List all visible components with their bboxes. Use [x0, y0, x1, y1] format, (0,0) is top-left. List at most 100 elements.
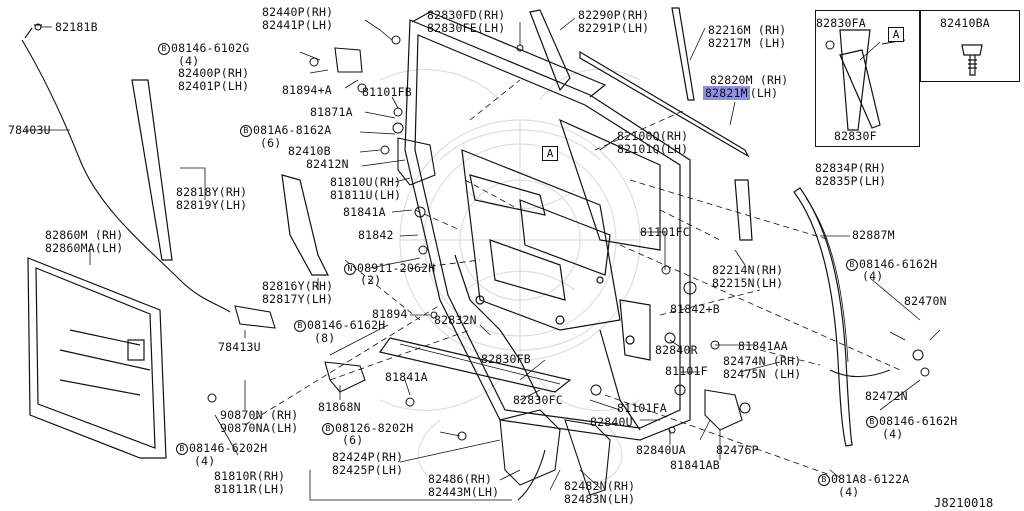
quantity-08146-6162H-c: (4) — [882, 427, 904, 441]
part-label-82482N[interactable]: 82482N(RH) — [564, 479, 636, 493]
part-label-81871A[interactable]: 81871A — [310, 105, 353, 119]
part-label-82215N[interactable]: 82215N(LH) — [712, 276, 784, 290]
part-label-82840UA[interactable]: 82840UA — [636, 443, 686, 457]
part-label-82441P[interactable]: 82441P(LH) — [262, 18, 334, 32]
part-label-82443M[interactable]: 82443M(LH) — [428, 485, 500, 499]
part-label-81842[interactable]: 81842 — [358, 228, 394, 242]
part-label-82819Y[interactable]: 82819Y(LH) — [176, 198, 248, 212]
part-label-82816Y[interactable]: 82816Y(RH) — [262, 279, 334, 293]
part-label-82410BA[interactable]: 82410BA — [940, 16, 990, 30]
part-label-82291P[interactable]: 82291P(LH) — [578, 21, 650, 35]
prefix-n: N — [344, 263, 356, 275]
part-label-82860MA[interactable]: 82860MA(LH) — [45, 241, 124, 255]
part-label-81101F[interactable]: 81101F — [665, 364, 708, 378]
part-label-81101FA[interactable]: 81101FA — [617, 401, 667, 415]
part-label-90870NA[interactable]: 90870NA(LH) — [220, 421, 299, 435]
prefix-b: B — [846, 259, 858, 271]
part-label-82424P[interactable]: 82424P(RH) — [332, 450, 404, 464]
prefix-b: B — [818, 474, 830, 486]
part-label-82830F[interactable]: 82830F — [834, 129, 877, 143]
part-label-82830FC[interactable]: 82830FC — [513, 393, 563, 407]
part-label-78413U[interactable]: 78413U — [218, 340, 261, 354]
door-trim-panel — [27, 257, 167, 459]
part-label-82840U[interactable]: 82840U — [590, 415, 633, 429]
part-label-82860M[interactable]: 82860M (RH) — [45, 228, 124, 242]
part-label-81811R[interactable]: 81811R(LH) — [214, 482, 286, 496]
part-label-82425P[interactable]: 82425P(LH) — [332, 463, 404, 477]
part-label-82472N[interactable]: 82472N — [865, 389, 908, 403]
part-number: 08126-8202H — [335, 421, 414, 435]
part-label-82217M[interactable]: 82217M (LH) — [708, 36, 787, 50]
part-label-82412N[interactable]: 82412N — [306, 157, 349, 171]
part-label-81841A-1[interactable]: 81841A — [343, 205, 386, 219]
ref-marker-a-main: A — [542, 146, 558, 161]
part-label-78403U[interactable]: 78403U — [8, 123, 51, 137]
part-label-90870N[interactable]: 90870N (RH) — [220, 408, 299, 422]
inset-panel — [815, 10, 920, 147]
part-label-82214N[interactable]: 82214N(RH) — [712, 263, 784, 277]
part-label-82401P[interactable]: 82401P(LH) — [178, 79, 250, 93]
part-label-82476P[interactable]: 82476P — [716, 443, 759, 457]
quantity-08146-6162H-a: (4) — [862, 269, 884, 283]
part-label-82400P[interactable]: 82400P(RH) — [178, 66, 250, 80]
part-label-82486[interactable]: 82486(RH) — [428, 472, 493, 486]
part-label-81842B[interactable]: 81842+B — [670, 302, 720, 316]
part-label-82440P[interactable]: 82440P(RH) — [262, 5, 334, 19]
prefix-b: B — [240, 125, 252, 137]
part-label-82830FE[interactable]: 82830FE(LH) — [427, 21, 506, 35]
part-number: 08911-2062H — [357, 261, 436, 275]
prefix-b: B — [322, 423, 334, 435]
part-label-81810U[interactable]: 81810U(RH) — [330, 175, 402, 189]
part-number: 08146-6202H — [189, 441, 268, 455]
rear-channel-82214N — [734, 179, 753, 241]
part-label-81894[interactable]: 81894 — [372, 307, 408, 321]
part-label-82830FB[interactable]: 82830FB — [481, 352, 531, 366]
part-label-81841A-2[interactable]: 81841A — [385, 370, 428, 384]
part-label-82832N[interactable]: 82832N — [434, 313, 477, 327]
part-label-82820M[interactable]: 82820M (RH) — [710, 73, 789, 87]
part-label-81894A[interactable]: 81894+A — [282, 83, 332, 97]
part-label-82474N[interactable]: 82474N (RH) — [723, 354, 802, 368]
part-label-82100Q[interactable]: 82100Q(RH) — [617, 129, 689, 143]
part-label-82181B[interactable]: 82181B — [55, 20, 98, 34]
part-label-82830FD[interactable]: 82830FD(RH) — [427, 8, 506, 22]
part-label-82410B[interactable]: 82410B — [288, 144, 331, 158]
quantity-08146-6202H: (4) — [194, 454, 216, 468]
diagram-code: J8210018 — [934, 496, 994, 510]
part-label-82483N[interactable]: 82483N(LH) — [564, 492, 636, 506]
part-label-81811U[interactable]: 81811U(LH) — [330, 188, 402, 202]
cable-82472N — [829, 369, 891, 378]
part-label-82290P[interactable]: 82290P(RH) — [578, 8, 650, 22]
part-label-82887M[interactable]: 82887M — [852, 228, 895, 242]
part-label-82818Y[interactable]: 82818Y(RH) — [176, 185, 248, 199]
part-label-81101FC[interactable]: 81101FC — [640, 225, 690, 239]
part-label-82475N[interactable]: 82475N (LH) — [723, 367, 802, 381]
prefix-b: B — [866, 416, 878, 428]
part-label-82470N[interactable]: 82470N — [904, 294, 947, 308]
part-label-82216M[interactable]: 82216M (RH) — [708, 23, 787, 37]
fastener-panel — [920, 10, 1020, 82]
part-label-82817Y[interactable]: 82817Y(LH) — [262, 292, 334, 306]
part-label-81841AA[interactable]: 81841AA — [738, 339, 788, 353]
pillar-trim — [281, 174, 329, 276]
part-label-81868N[interactable]: 81868N — [318, 400, 361, 414]
part-label-81101FB[interactable]: 81101FB — [362, 85, 412, 99]
part-label-82101Q[interactable]: 82101Q(LH) — [617, 142, 689, 156]
part-label-82834P[interactable]: 82834P(RH) — [815, 161, 887, 175]
part-label-82840R[interactable]: 82840R — [655, 343, 698, 357]
part-label-82830FA[interactable]: 82830FA — [816, 16, 866, 30]
part-label-82835P[interactable]: 82835P(LH) — [815, 174, 887, 188]
part-label-82821M[interactable]: 82821M(LH) — [703, 86, 778, 100]
part-label-81841AB[interactable]: 81841AB — [670, 458, 720, 472]
part-label-81810R[interactable]: 81810R(RH) — [214, 469, 286, 483]
